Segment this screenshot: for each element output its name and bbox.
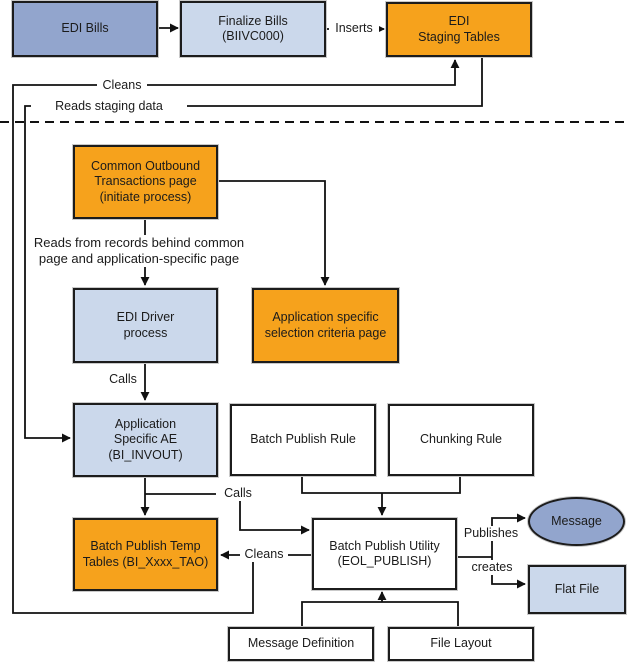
edge-definitions-to-utility: [301, 592, 459, 627]
node-message-definition: Message Definition: [228, 627, 374, 661]
node-batch-publish-rule: Batch Publish Rule: [230, 404, 376, 476]
edge-common-to-selection: [217, 180, 330, 286]
edge-utility-publishes-message: [491, 513, 526, 557]
node-application-specific-ae: Application Specific AE (BI_INVOUT): [73, 403, 218, 477]
edge-staging-reads-to-ae: [24, 57, 483, 443]
node-file-layout: File Layout: [388, 627, 534, 661]
edge-label-reads-staging-data: Reads staging data: [31, 99, 187, 114]
node-edi-driver-process: EDI Driver process: [73, 288, 218, 363]
node-batch-publish-utility: Batch Publish Utility (EOL_PUBLISH): [312, 518, 457, 590]
edge-utility-cleans-staging: [12, 59, 460, 614]
node-common-outbound-page: Common Outbound Transactions page (initi…: [73, 145, 218, 219]
edge-label-publishes: Publishes: [461, 526, 521, 541]
node-edi-staging-tables: EDI Staging Tables: [386, 2, 532, 57]
node-app-selection-criteria-page: Application specific selection criteria …: [252, 288, 399, 363]
node-flat-file: Flat File: [528, 565, 626, 614]
edge-label-inserts: Inserts: [329, 21, 379, 36]
node-finalize-bills: Finalize Bills (BIIVC000): [180, 1, 326, 57]
node-edi-bills: EDI Bills: [12, 1, 158, 57]
edge-ae-calls-utility: [145, 493, 310, 535]
edge-label-calls-driver: Calls: [102, 372, 144, 387]
node-message-ellipse: Message: [528, 497, 625, 546]
edge-label-calls-utility: Calls: [216, 486, 260, 501]
edge-rules-to-utility: [301, 476, 461, 515]
edge-label-cleans-top: Cleans: [97, 78, 147, 93]
edge-label-creates: creates: [466, 560, 518, 575]
node-batch-publish-temp-tables: Batch Publish Temp Tables (BI_Xxxx_TAO): [73, 518, 218, 591]
node-chunking-rule: Chunking Rule: [388, 404, 534, 476]
edge-label-cleans-temp: Cleans: [240, 547, 288, 562]
edge-label-reads-records: Reads from records behind common page an…: [26, 235, 252, 267]
